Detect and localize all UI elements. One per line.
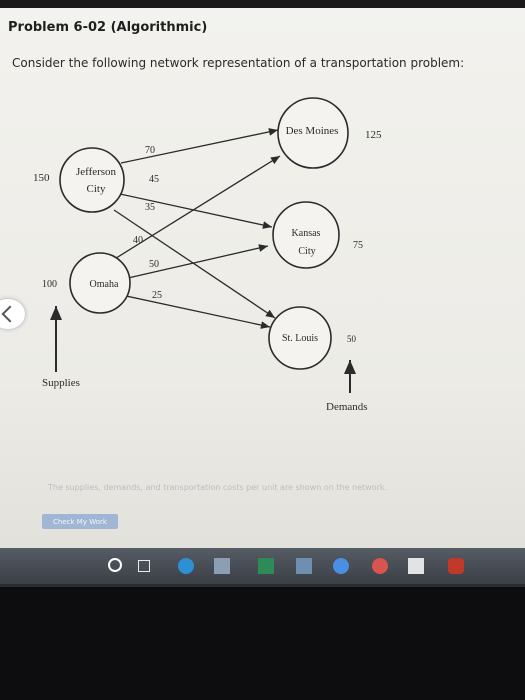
node-st-louis — [268, 306, 332, 370]
supplies-label: Supplies — [42, 377, 80, 389]
demands-label: Demands — [326, 401, 368, 413]
arc-jc-kc — [119, 193, 273, 229]
network-diagram: Jefferson City Omaha Des Moines Kansas C… — [33, 97, 382, 413]
task-view-icon[interactable] — [138, 560, 150, 572]
cost-jc-sl: 35 — [145, 202, 155, 213]
cost-om-sl: 25 — [152, 290, 162, 301]
app-icon[interactable] — [296, 558, 312, 574]
app-icon-red[interactable] — [448, 558, 464, 574]
supply-omaha: 100 — [42, 279, 57, 290]
store-icon[interactable] — [408, 558, 424, 574]
omaha-label: Omaha — [90, 279, 119, 290]
excel-icon[interactable] — [258, 558, 274, 574]
st-louis-label: St. Louis — [282, 333, 318, 344]
chrome-icon[interactable] — [372, 558, 388, 574]
cost-jc-dm: 70 — [145, 145, 155, 156]
cost-om-kc: 50 — [149, 259, 159, 270]
problem-intro: Consider the following network represent… — [12, 56, 465, 70]
file-icon[interactable] — [214, 558, 230, 574]
laptop-bezel — [0, 584, 525, 587]
kansas-label-1: Kansas — [292, 228, 321, 239]
node-jefferson-city — [59, 147, 125, 213]
cost-jc-kc: 45 — [149, 174, 159, 185]
mail-icon[interactable] — [333, 558, 349, 574]
node-omaha — [69, 252, 131, 314]
network-note: The supplies, demands, and transportatio… — [48, 483, 388, 492]
browser-screen: Problem 6-02 (Algorithmic) Consider the … — [0, 0, 525, 548]
arc-jc-sl — [113, 209, 276, 319]
demand-st-louis: 50 — [347, 334, 357, 344]
des-moines-label: Des Moines — [286, 125, 339, 137]
demand-kansas-city: 75 — [353, 240, 363, 251]
node-des-moines — [277, 97, 349, 169]
windows-taskbar — [0, 548, 525, 584]
arc-jc-dm — [120, 128, 279, 164]
top-bar — [0, 0, 525, 8]
start-icon[interactable] — [108, 558, 122, 572]
jefferson-label-1: Jefferson — [76, 166, 117, 178]
supply-jefferson: 150 — [33, 172, 50, 184]
chevron-left-icon — [1, 305, 19, 323]
kansas-label-2: City — [298, 246, 315, 257]
problem-title: Problem 6-02 (Algorithmic) — [8, 20, 208, 35]
cost-om-dm: 40 — [133, 235, 143, 246]
edge-icon[interactable] — [178, 558, 194, 574]
arc-om-kc — [127, 244, 269, 279]
arc-om-sl — [125, 295, 271, 329]
check-my-work-button[interactable]: Check My Work — [42, 514, 118, 529]
jefferson-label-2: City — [87, 183, 106, 195]
node-kansas-city — [272, 201, 340, 269]
demand-des-moines: 125 — [365, 129, 382, 141]
arc-om-dm — [112, 155, 281, 261]
